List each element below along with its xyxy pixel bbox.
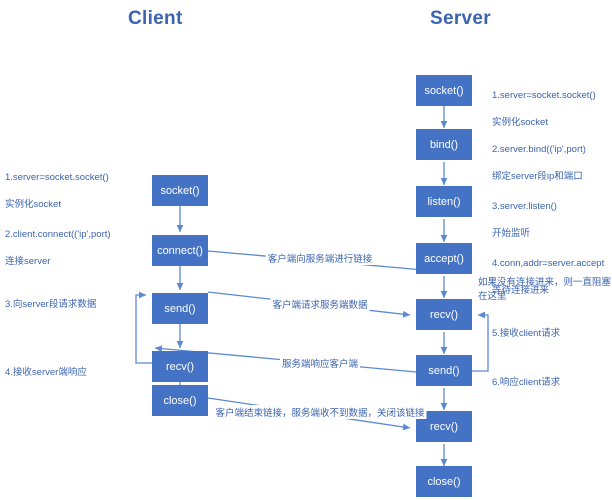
client-note-1: 1.server=socket.socket() 实例化socket (5, 157, 140, 211)
server-loop-send-to-recv (472, 311, 489, 372)
client-note-3-line1: 3.向server段请求数据 (5, 298, 97, 310)
server-node-recv[interactable]: recv() (416, 299, 472, 330)
server-note-4: 4.conn,addr=server.accept 等待连接进来 (492, 243, 612, 297)
server-note-5-line1: 5.接收client请求 (492, 327, 561, 339)
server-node-bind[interactable]: bind() (416, 129, 472, 160)
client-node-socket[interactable]: socket() (152, 175, 208, 206)
client-loop-recv-to-send (135, 291, 152, 364)
server-note-4-line2: 等待连接进来 (492, 284, 550, 296)
edge-label-close: 客户端结束链接，服务端收不到数据，关闭该链接 (213, 405, 427, 419)
edge-label-response: 服务端响应客户端 (279, 356, 361, 370)
client-note-1-line1: 1.server=socket.socket() (5, 171, 109, 183)
client-note-3: 3.向server段请求数据 (5, 284, 140, 311)
server-note-1-line1: 1.server=socket.socket() (492, 89, 596, 101)
server-note-5: 5.接收client请求 (492, 313, 612, 340)
client-note-2: 2.client.connect(('ip',port) 连接server (5, 214, 140, 268)
client-node-recv[interactable]: recv() (152, 351, 208, 382)
server-block-note: 如果没有连接进来，则一直阻塞在这里 (478, 277, 612, 302)
server-note-2-line1: 2.server.bind(('ip',port) (492, 143, 586, 155)
server-note-3-line1: 3.server.listen() (492, 200, 557, 212)
client-note-2-line1: 2.client.connect(('ip',port) (5, 228, 111, 240)
server-note-3: 3.server.listen() 开始监听 (492, 186, 612, 240)
server-note-2-line2: 绑定server段ip和端口 (492, 170, 583, 182)
server-node-close[interactable]: close() (416, 466, 472, 497)
client-node-connect[interactable]: connect() (152, 235, 208, 266)
server-column-title: Server (430, 8, 491, 29)
client-note-4-line1: 4.接收server端响应 (5, 366, 87, 378)
server-note-1-line2: 实例化socket (492, 116, 548, 128)
server-note-1: 1.server=socket.socket() 实例化socket (492, 75, 612, 129)
client-note-1-line2: 实例化socket (5, 198, 61, 210)
client-node-send[interactable]: send() (152, 293, 208, 324)
client-node-close[interactable]: close() (152, 385, 208, 416)
edge-label-request: 客户端请求服务端数据 (270, 297, 370, 311)
server-note-6: 6.响应client请求 (492, 362, 612, 389)
client-column-title: Client (128, 8, 183, 29)
server-node-send[interactable]: send() (416, 355, 472, 386)
server-node-accept[interactable]: accept() (416, 243, 472, 274)
server-note-4-line1: 4.conn,addr=server.accept (492, 257, 605, 269)
server-node-socket[interactable]: socket() (416, 75, 472, 106)
server-note-6-line1: 6.响应client请求 (492, 376, 561, 388)
server-note-3-line2: 开始监听 (492, 227, 531, 239)
server-note-2: 2.server.bind(('ip',port) 绑定server段ip和端口 (492, 129, 612, 183)
client-note-2-line2: 连接server (5, 255, 51, 267)
edge-label-connect: 客户端向服务端进行链接 (265, 251, 375, 265)
client-note-4: 4.接收server端响应 (5, 352, 140, 379)
server-node-listen[interactable]: listen() (416, 186, 472, 217)
